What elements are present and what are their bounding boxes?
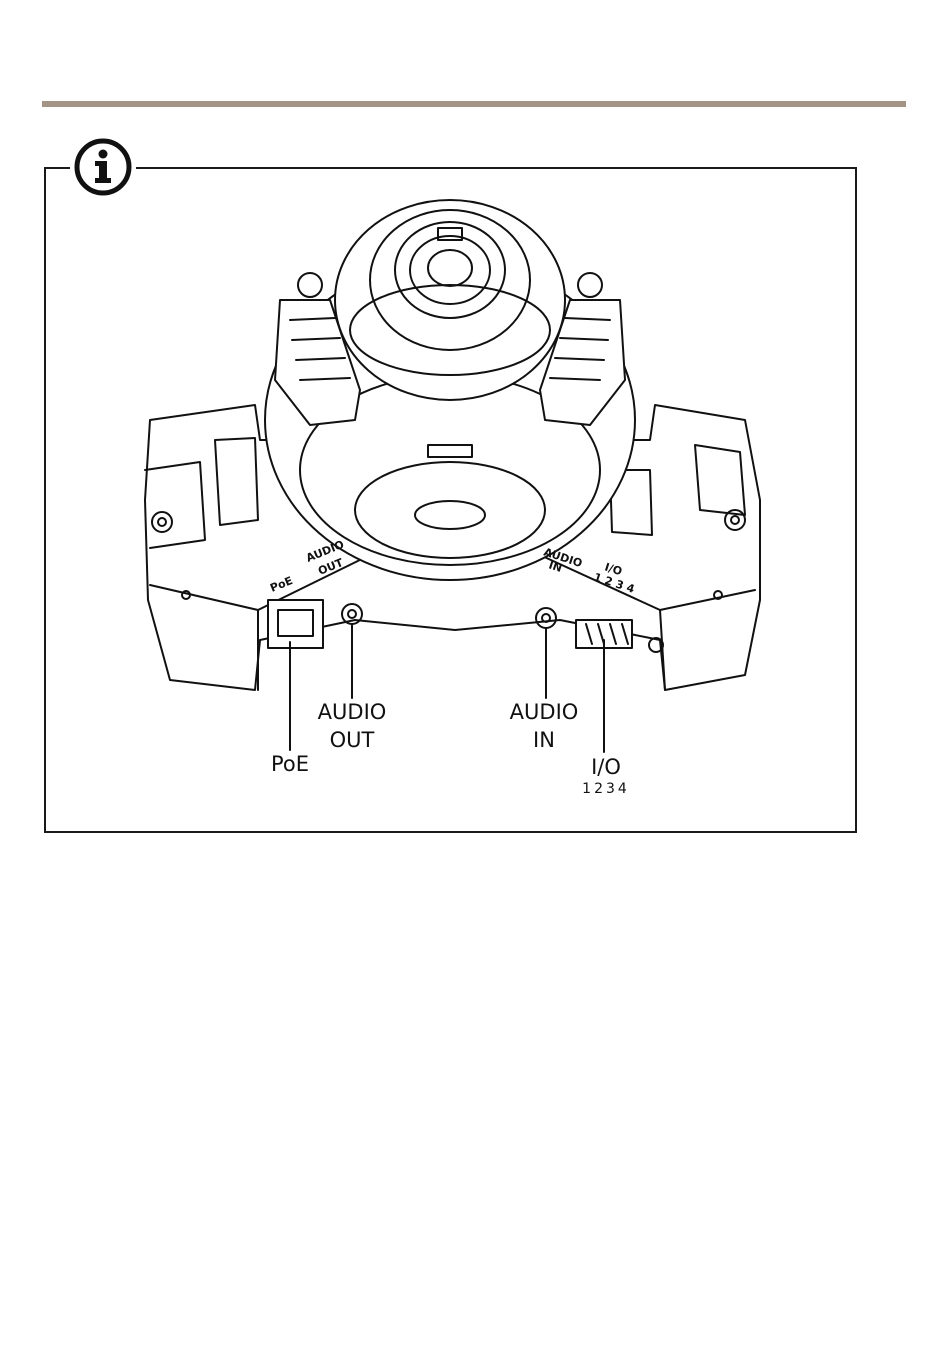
poe-port [268,600,323,648]
callout-poe: PoE [268,750,312,778]
callout-audio-out: AUDIO OUT [313,698,391,754]
callout-audio-in-line1: AUDIO [505,698,583,726]
callout-io-label: I/O [578,753,634,781]
callout-io: I/O 1234 [578,753,634,797]
callout-poe-label: PoE [271,752,309,776]
callout-audio-out-line2: OUT [313,726,391,754]
callout-audio-out-line1: AUDIO [313,698,391,726]
callout-audio-in: AUDIO IN [505,698,583,754]
callout-io-pins: 1234 [578,781,634,797]
callout-audio-in-line2: IN [505,726,583,754]
lens-ring [335,200,565,400]
